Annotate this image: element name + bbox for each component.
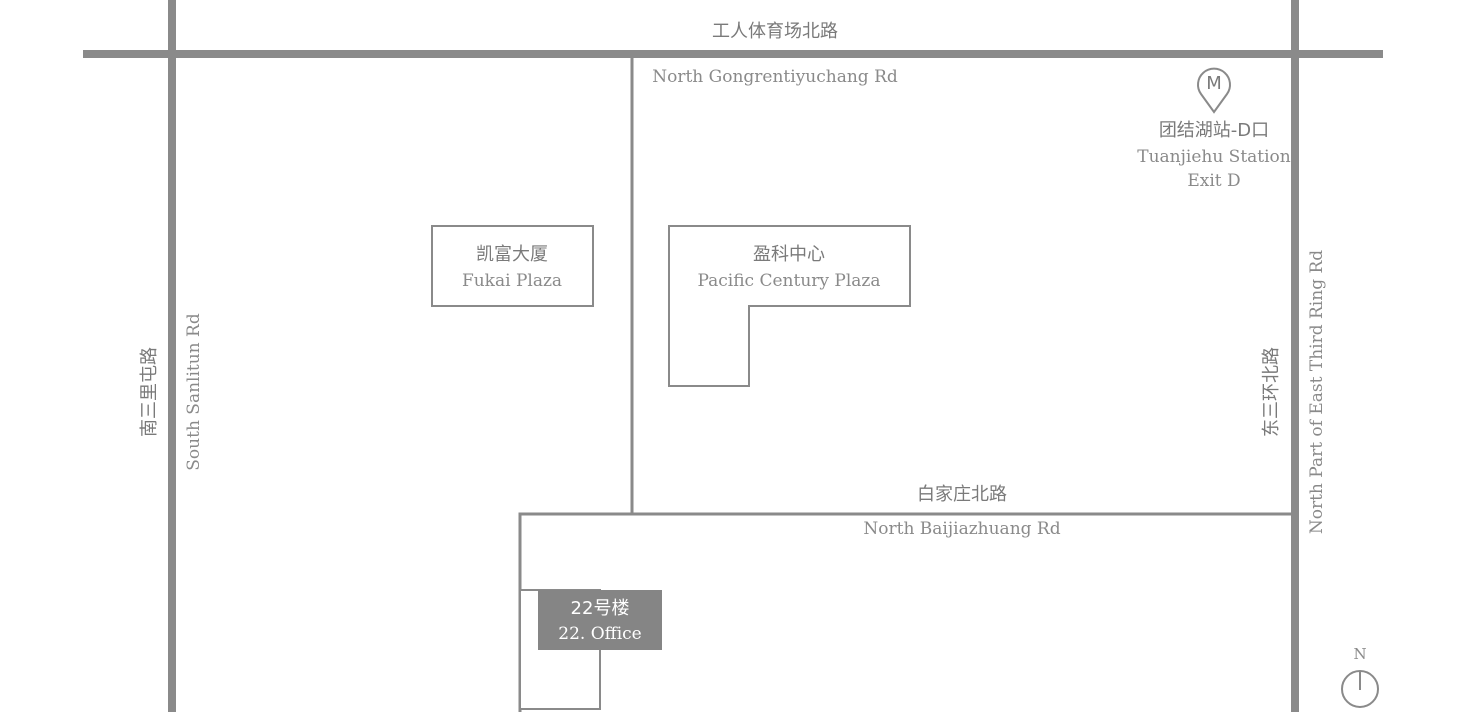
building-fukai-plaza [431,225,594,307]
station-name-cn: 团结湖站-D口 [1159,120,1269,141]
road-label-gongti-en: North Gongrentiyuchang Rd [652,67,898,87]
road-label-sanlitun-cn: 南三里屯路 [139,347,160,437]
road-label-baijiazhuang-cn: 白家庄北路 [917,484,1007,505]
metro-pin-icon: M [1197,67,1231,114]
station-name-en-1: Tuanjiehu Station [1137,147,1291,167]
road-label-third-ring-en: North Part of East Third Ring Rd [1307,250,1327,534]
compass-icon [1341,670,1379,708]
building-fukai-en: Fukai Plaza [462,271,562,291]
station-name-en-2: Exit D [1187,171,1240,191]
office-label-cn: 22号楼 [571,598,630,619]
road-label-baijiazhuang-en: North Baijiazhuang Rd [863,519,1060,539]
building-pacific-en: Pacific Century Plaza [697,271,880,291]
office-highlight-box [538,590,662,650]
building-fukai-cn: 凯富大厦 [476,244,548,265]
building-pacific-century-plaza [668,225,911,387]
office-label-en: 22. Office [558,624,641,644]
metro-icon-letter: M [1206,73,1222,94]
building-pacific-cn: 盈科中心 [753,244,825,265]
road-label-sanlitun-en: South Sanlitun Rd [184,313,204,471]
road-label-gongti-cn: 工人体育场北路 [712,21,838,42]
road-label-third-ring-cn: 东三环北路 [1261,347,1282,437]
compass-label: N [1353,645,1366,663]
